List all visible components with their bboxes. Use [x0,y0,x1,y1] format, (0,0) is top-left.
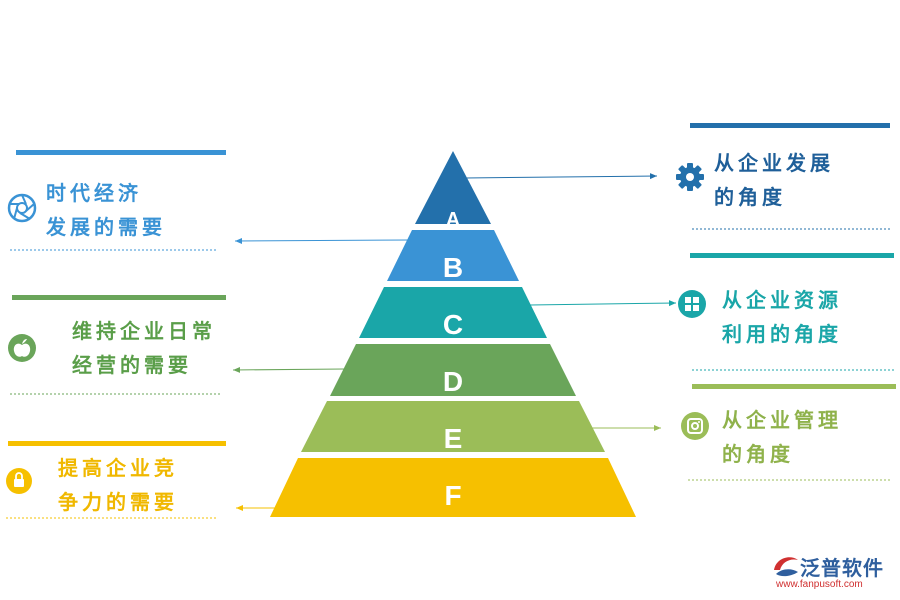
brand-watermark: 泛普软件 www.fanpusoft.com [770,552,895,596]
left-label-1-line2: 发展的需要 [46,215,166,239]
left-label-1-line1: 时代经济 [46,181,142,205]
arrow-b-left [234,237,411,244]
instagram-icon [681,412,709,440]
left-label-2: 维持企业日常 经营的需要 [72,314,216,382]
left-label-2-line2: 经营的需要 [72,353,192,377]
pyramid-tier-f [270,458,636,517]
pyramid-letter-c: C [443,309,463,340]
pyramid-letter-e: E [444,423,463,454]
windows-icon [678,290,706,318]
pyramid-tier-c [359,287,547,338]
brand-url: www.fanpusoft.com [776,579,863,590]
gear-icon [676,163,704,191]
left-label-3-line2: 争力的需要 [58,490,178,514]
right-label-2: 从企业资源 利用的角度 [722,283,842,351]
arrow-c-right [529,300,677,307]
pyramid-tier-d [330,344,576,396]
aperture-icon [7,193,37,223]
right-label-3-line2: 的角度 [722,442,794,466]
right-label-1: 从企业发展 的角度 [714,146,834,214]
right-label-2-line2: 利用的角度 [722,322,842,346]
pyramid-tier-e [301,401,605,452]
brand-name: 泛普软件 [800,556,884,580]
left-bar-2 [12,295,226,300]
left-label-2-line1: 维持企业日常 [72,319,216,343]
pyramid-letter-b: B [443,252,463,283]
pyramid-letter-d: D [443,366,463,397]
right-bar-3 [692,384,896,389]
left-label-3-line1: 提高企业竞 [58,456,178,480]
apple-icon [8,334,36,362]
pyramid-tier-b [387,230,519,281]
brand-logo-icon [774,557,798,577]
arrow-a-right [464,173,658,180]
pyramid-letter-a: A [446,209,460,231]
left-label-1: 时代经济 发展的需要 [46,176,166,244]
left-bar-1 [16,150,226,155]
right-label-2-line1: 从企业资源 [722,288,842,312]
pyramid-letter-f: F [444,480,461,511]
left-bar-3 [8,441,226,446]
pyramid-tier-a [415,151,491,224]
right-bar-1 [690,123,890,128]
arrow-d-left [232,366,346,373]
lock-icon [6,468,32,494]
left-label-3: 提高企业竞 争力的需要 [58,451,178,519]
right-label-1-line2: 的角度 [714,185,786,209]
right-label-3: 从企业管理 的角度 [722,403,842,471]
right-label-3-line1: 从企业管理 [722,408,842,432]
right-bar-2 [690,253,894,258]
right-label-1-line1: 从企业发展 [714,151,834,175]
